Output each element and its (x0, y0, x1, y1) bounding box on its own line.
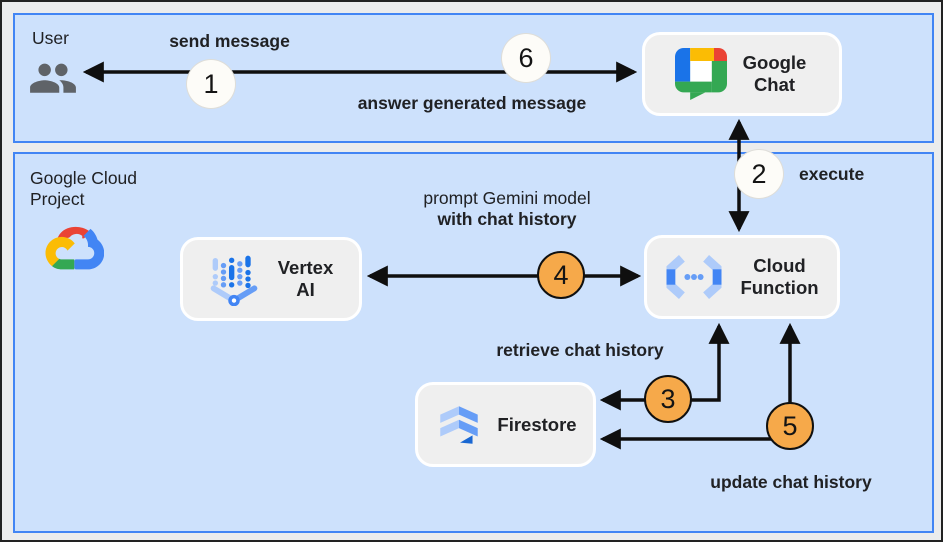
vertex-ai-label: Vertex AI (277, 257, 334, 300)
step-badge-3: 3 (644, 375, 692, 423)
send-message-label: send message (169, 31, 290, 51)
google-chat-node: Google Chat (642, 32, 842, 116)
prompt-gemini-line1: prompt Gemini model (423, 188, 591, 208)
people-icon (30, 63, 76, 93)
google-chat-icon (674, 48, 727, 100)
cloud-function-icon (666, 255, 721, 299)
prompt-gemini-line2: with chat history (437, 209, 577, 229)
user-zone-label: User (32, 28, 69, 48)
vertex-ai-icon (210, 255, 257, 306)
prompt-gemini-label: prompt Gemini model with chat history (387, 188, 627, 230)
vertex-ai-node: Vertex AI (180, 237, 362, 321)
retrieve-chat-history-label: retrieve chat history (496, 340, 664, 360)
google-cloud-icon (45, 226, 104, 270)
step-badge-1: 1 (187, 60, 235, 108)
update-chat-history-label: update chat history (710, 472, 872, 492)
firestore-node: Firestore (415, 382, 596, 467)
step-badge-4: 4 (537, 251, 585, 299)
step-badge-2: 2 (735, 150, 783, 198)
firestore-label: Firestore (497, 413, 577, 435)
google-chat-label: Google Chat (742, 52, 807, 95)
step-badge-5: 5 (766, 402, 814, 450)
firestore-icon (440, 405, 479, 444)
google-cloud-project-label: Google Cloud Project (30, 168, 138, 209)
cloud-function-label: Cloud Function (740, 255, 819, 298)
answer-generated-message-label: answer generated message (357, 93, 587, 113)
execute-label: execute (799, 164, 865, 184)
cloud-function-node: Cloud Function (644, 235, 840, 319)
step-badge-6: 6 (502, 34, 550, 82)
